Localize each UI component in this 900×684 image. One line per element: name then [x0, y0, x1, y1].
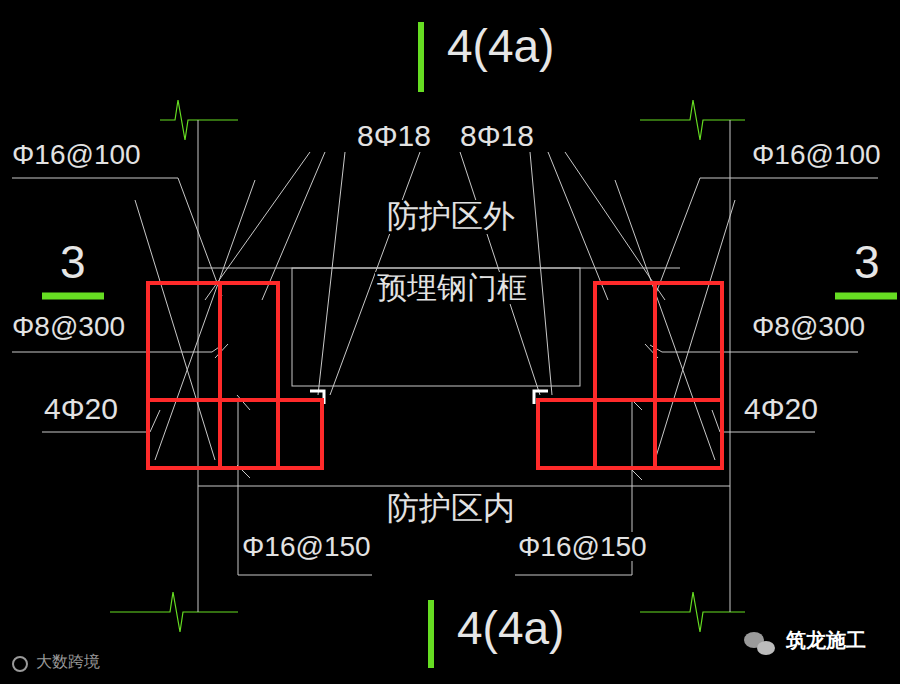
rebar-callout: Φ16@150 [240, 532, 373, 561]
part-name: 预埋钢门框 [375, 272, 529, 304]
rebar-callout: 8Φ18 [355, 120, 433, 152]
zone-label: 防护区内 [385, 492, 517, 526]
section-mark: 3 [852, 238, 882, 286]
rebar-callout: Φ16@100 [750, 140, 883, 169]
watermark: 筑龙施工 [784, 630, 868, 651]
watermark: 大数跨境 [34, 654, 102, 671]
rebar-callout: 8Φ18 [458, 120, 536, 152]
rebar-callout: 4Φ20 [742, 393, 820, 425]
section-mark: 3 [58, 238, 88, 286]
rebar-callout: Φ8@300 [750, 312, 867, 341]
rebar-callout: Φ16@150 [516, 532, 649, 561]
rebar-callout: Φ8@300 [10, 312, 127, 341]
rebar-callout: Φ16@100 [10, 140, 143, 169]
section-mark: 4(4a) [445, 22, 556, 70]
zone-label: 防护区外 [385, 200, 517, 234]
section-mark: 4(4a) [455, 604, 566, 652]
rebar-callout: 4Φ20 [42, 393, 120, 425]
